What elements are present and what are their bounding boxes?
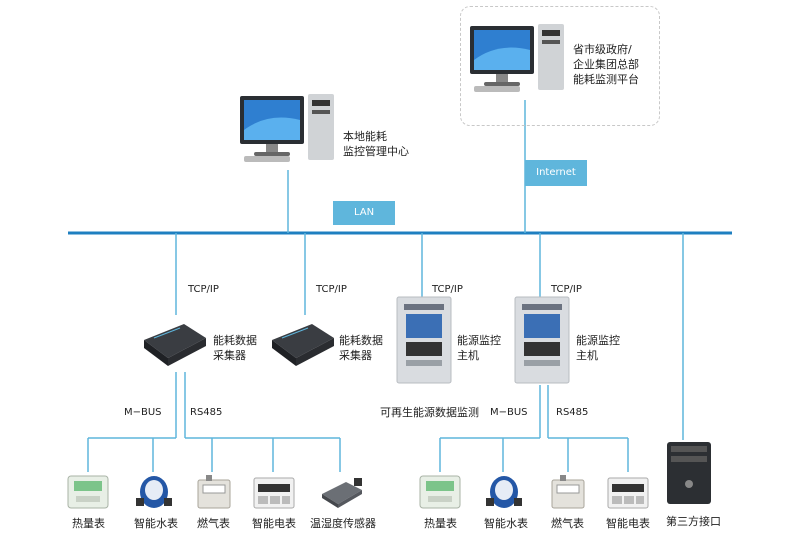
heat-meter-icon	[419, 475, 461, 509]
tcpip-label-1: TCP/IP	[188, 284, 219, 295]
mbus-label-right: M−BUS	[490, 407, 528, 418]
meter-left-water-label: 智能水表	[134, 517, 178, 530]
renewable-monitor-label: 可再生能源数据监测	[380, 406, 479, 419]
energy-host-2-icon	[514, 296, 570, 384]
rs485-label-left: RS485	[190, 407, 223, 418]
temp-humidity-sensor-icon	[322, 478, 362, 508]
lan-tag: LAN	[333, 201, 395, 225]
internet-label: Internet	[536, 167, 576, 178]
water-meter-icon	[486, 476, 522, 508]
smart-electric-meter-icon	[607, 477, 649, 509]
heat-meter-icon	[67, 475, 109, 509]
host-2-label-1: 能源监控	[576, 334, 620, 347]
remote-platform-label-2: 企业集团总部	[573, 58, 639, 71]
mbus-label-left: M−BUS	[124, 407, 162, 418]
remote-platform-box	[460, 6, 660, 126]
remote-platform-computer-icon	[470, 24, 564, 92]
meter-right-water-label: 智能水表	[484, 517, 528, 530]
host-2-label-2: 主机	[576, 349, 598, 362]
third-party-server-icon	[667, 442, 711, 504]
local-center-label-2: 监控管理中心	[343, 145, 409, 158]
host-1-label-2: 主机	[457, 349, 479, 362]
water-meter-icon	[136, 476, 172, 508]
local-center-computer-icon	[240, 94, 334, 162]
gas-meter-icon	[197, 475, 231, 509]
rs485-label-right: RS485	[556, 407, 589, 418]
internet-tag: Internet	[525, 160, 587, 186]
data-collector-1-icon	[144, 324, 206, 366]
tcpip-label-4: TCP/IP	[551, 284, 582, 295]
remote-platform-label-3: 能耗监测平台	[573, 73, 639, 86]
collector-2-label-2: 采集器	[339, 349, 372, 362]
host-1-label-1: 能源监控	[457, 334, 501, 347]
data-collector-2-icon	[272, 324, 334, 366]
lan-label: LAN	[353, 207, 375, 218]
tcpip-label-3: TCP/IP	[432, 284, 463, 295]
local-center-label-1: 本地能耗	[343, 130, 387, 143]
meter-right-electric-label: 智能电表	[606, 517, 650, 530]
meter-left-sensor-label: 温湿度传感器	[310, 517, 376, 530]
meter-right-heat-label: 热量表	[424, 517, 457, 530]
meter-right-gas-label: 燃气表	[551, 517, 584, 530]
gas-meter-icon	[551, 475, 585, 509]
collector-1-label-2: 采集器	[213, 349, 246, 362]
meter-left-gas-label: 燃气表	[197, 517, 230, 530]
smart-electric-meter-icon	[253, 477, 295, 509]
remote-platform-label-1: 省市级政府/	[573, 43, 632, 56]
meter-left-heat-label: 热量表	[72, 517, 105, 530]
tcpip-label-2: TCP/IP	[316, 284, 347, 295]
energy-host-1-icon	[396, 296, 452, 384]
collector-1-label-1: 能耗数据	[213, 334, 257, 347]
collector-2-label-1: 能耗数据	[339, 334, 383, 347]
third-party-label: 第三方接口	[666, 515, 721, 528]
meter-left-electric-label: 智能电表	[252, 517, 296, 530]
